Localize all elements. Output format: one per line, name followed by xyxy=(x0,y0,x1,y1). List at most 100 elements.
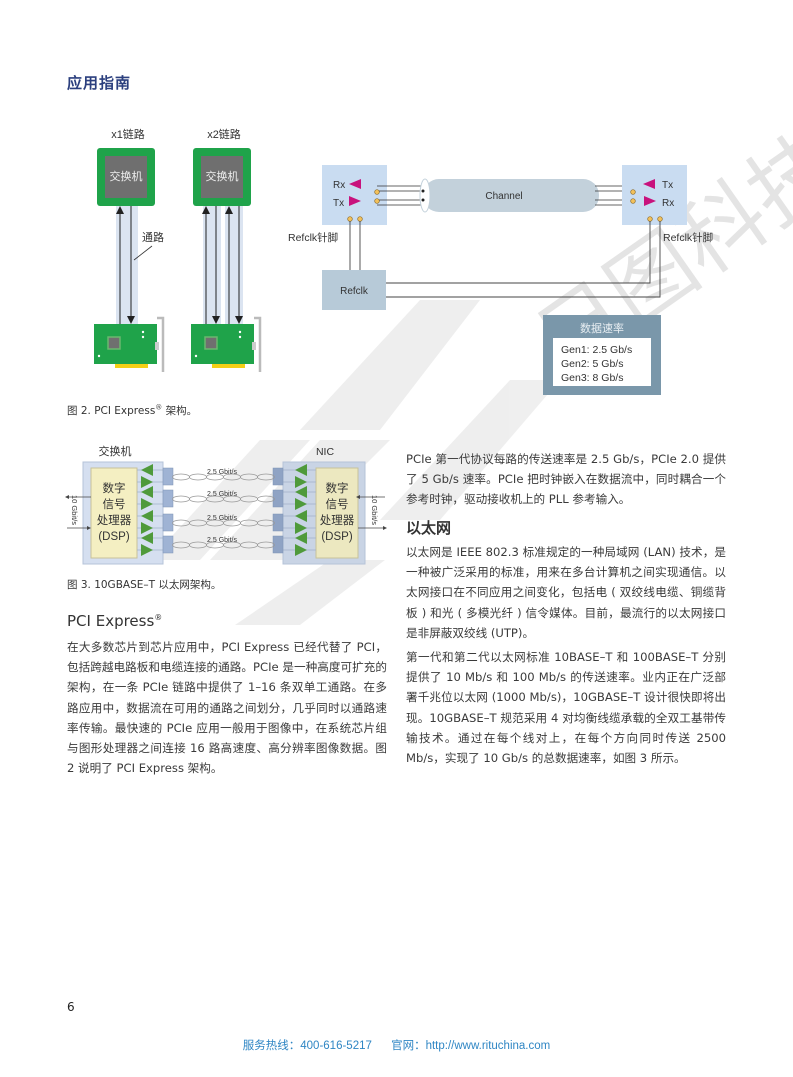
transmitter-triangle-icon xyxy=(295,522,307,534)
tx-triangle-icon xyxy=(349,196,361,206)
service-hotline: 服务热线：400-616-5217 xyxy=(242,1040,372,1052)
nic-chip-x1 xyxy=(107,336,121,350)
receiver-triangle-icon xyxy=(141,486,153,498)
twisted-pair-loop xyxy=(172,473,190,481)
arrow-down-icon xyxy=(212,316,220,324)
pair-rate-label: 2.5 Gbit/s xyxy=(207,469,237,476)
figure-3-caption: 图 3. 10GBASE–T 以太网架构。 xyxy=(67,579,222,591)
nic-card-x2 xyxy=(191,324,254,364)
svg-text:信号: 信号 xyxy=(326,498,349,511)
channel-label: Channel xyxy=(485,191,522,202)
receiver-block xyxy=(622,165,687,225)
connector-left xyxy=(162,513,174,532)
switch-label: 交换机 xyxy=(99,444,132,458)
page-number: 6 xyxy=(67,1000,75,1014)
pci-express-heading: PCI Express® xyxy=(67,612,163,630)
ethernet-paragraph-2: 第一代和第二代以太网标准 10BASE–T 和 100BASE–T 分别提供了 … xyxy=(406,650,726,766)
receiver-triangle-icon xyxy=(295,464,307,476)
receiver-triangle-icon xyxy=(141,510,153,522)
twisted-pair-loop xyxy=(257,473,275,481)
pci-express-paragraph: 在大多数芯片到芯片应用中，PCI Express 已经代替了 PCI，包括跨越电… xyxy=(67,640,387,776)
twisted-pair-loop xyxy=(172,495,190,503)
twisted-pair-loop xyxy=(240,519,258,527)
gen2-rate: Gen2: 5 Gb/s xyxy=(561,358,623,370)
pair-rate-label: 2.5 Gbit/s xyxy=(207,515,237,522)
section-title: 应用指南 xyxy=(67,74,132,92)
figure-3-10gbase-t-architecture: 交换机 NIC 数字 信号 处理器 (DSP) 数字 信号 处理器 (DSP) … xyxy=(65,444,387,565)
twisted-pair-loop xyxy=(189,495,207,503)
twisted-pair-loop xyxy=(240,473,258,481)
transmitter-triangle-icon xyxy=(141,498,153,510)
data-rate-title: 数据速率 xyxy=(580,321,624,335)
x2-link-label: x2链路 xyxy=(207,127,241,141)
nic-edge-connector-x1 xyxy=(115,364,148,368)
tx-triangle-icon-right xyxy=(643,179,655,189)
svg-text:信号: 信号 xyxy=(103,498,126,511)
x1-link-label: x1链路 xyxy=(111,127,145,141)
transmitter-triangle-icon xyxy=(141,476,153,488)
svg-text:(DSP): (DSP) xyxy=(321,531,352,543)
transmitter-triangle-icon xyxy=(295,476,307,488)
switch-label-x1: 交换机 xyxy=(110,169,143,183)
transmitter-block xyxy=(322,165,387,225)
side-rate-left: 10 Gbit/s xyxy=(70,495,79,525)
connector-right xyxy=(272,535,284,554)
connector-left xyxy=(162,535,174,554)
connector-right xyxy=(272,467,284,486)
left-transceivers xyxy=(137,464,163,556)
rx-triangle-icon-right xyxy=(644,196,656,206)
footer: 服务热线：400-616-5217 官网：http://www.rituchin… xyxy=(0,1037,793,1053)
connector-right xyxy=(272,513,284,532)
arrow-right-icon xyxy=(87,526,91,530)
refclk-label: Refclk xyxy=(340,286,369,297)
channel-cable xyxy=(423,179,599,212)
nic-label: NIC xyxy=(316,446,335,458)
twisted-pair-loop xyxy=(189,519,207,527)
ethernet-heading: 以太网 xyxy=(406,519,452,537)
rx-label-right: Rx xyxy=(662,198,674,209)
nic-card-x1 xyxy=(94,324,157,364)
switch-chip-x2 xyxy=(201,156,243,198)
arrow-up-icon xyxy=(225,206,233,214)
tx-label-left: Tx xyxy=(333,198,344,209)
dsp-block-left xyxy=(90,467,138,559)
lane-label: 通路 xyxy=(142,231,164,244)
nic-bracket-x1 xyxy=(157,316,165,372)
twisted-pair-loop xyxy=(257,541,275,549)
gen3-rate: Gen3: 8 Gb/s xyxy=(561,372,623,384)
receiver-triangle-icon xyxy=(141,464,153,476)
pair-rate-label: 2.5 Gbit/s xyxy=(207,491,237,498)
twisted-pair-loop xyxy=(257,519,275,527)
receiver-triangle-icon xyxy=(295,510,307,522)
transmitter-triangle-icon xyxy=(141,522,153,534)
connector-right xyxy=(272,489,284,508)
transmitter-triangle-icon xyxy=(141,544,153,556)
arrow-left-icon xyxy=(65,495,69,499)
dsp-block-right xyxy=(315,467,359,559)
arrow-up-icon xyxy=(202,206,210,214)
website-link[interactable]: 官网：http://www.rituchina.com xyxy=(391,1040,551,1052)
rx-triangle-icon xyxy=(349,179,361,189)
lane-pointer-line xyxy=(133,245,153,261)
twisted-pair-loop xyxy=(172,541,190,549)
pcie-rate-paragraph: PCIe 第一代协议每路的传送速率是 2.5 Gb/s，PCIe 2.0 提供了… xyxy=(406,452,726,507)
gen1-rate: Gen1: 2.5 Gb/s xyxy=(561,344,632,356)
receiver-triangle-icon xyxy=(141,532,153,544)
receiver-triangle-icon xyxy=(295,532,307,544)
rx-label-left: Rx xyxy=(333,180,345,191)
ethernet-paragraph-1: 以太网是 IEEE 802.3 标准规定的一种局域网 (LAN) 技术，是一种被… xyxy=(406,545,726,640)
tx-label-right: Tx xyxy=(662,180,673,191)
right-transceivers xyxy=(283,464,316,556)
refclk-pin-label-left: Refclk针脚 xyxy=(288,231,338,244)
arrow-down-icon xyxy=(235,316,243,324)
svg-text:(DSP): (DSP) xyxy=(98,531,129,543)
receiver-triangle-icon xyxy=(295,486,307,498)
twisted-pairs xyxy=(162,467,284,554)
twisted-pair-loop xyxy=(172,519,190,527)
twisted-pair-loop xyxy=(189,541,207,549)
connector-left xyxy=(162,489,174,508)
twisted-pair-loop xyxy=(189,473,207,481)
svg-text:处理器: 处理器 xyxy=(320,514,355,527)
refclk-pin-label-right: Refclk针脚 xyxy=(663,231,713,244)
arrow-left-icon xyxy=(356,495,360,499)
